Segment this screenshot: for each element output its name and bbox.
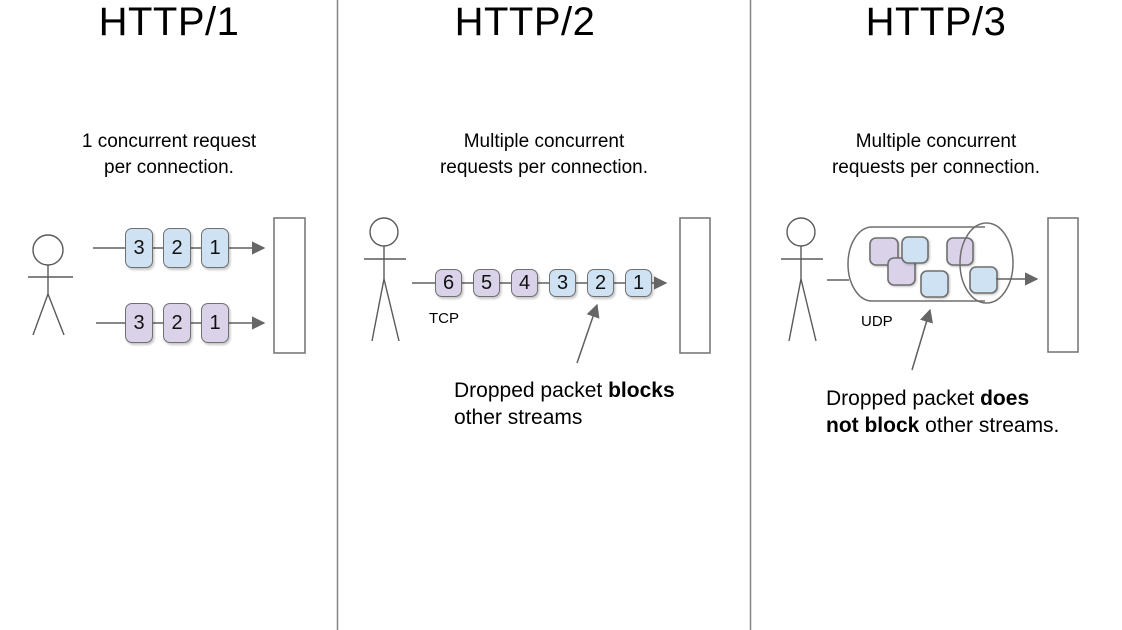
packet-label: 3 bbox=[133, 236, 145, 259]
packet-label: 2 bbox=[594, 271, 607, 294]
packet: 4 bbox=[511, 269, 538, 297]
annotation-bold-text: does not block bbox=[826, 387, 1030, 437]
packet-label: 2 bbox=[171, 311, 183, 334]
column-title-http2: HTTP/2 bbox=[454, 0, 596, 44]
annotation-text: Dropped packet bbox=[454, 379, 609, 402]
annotation-arrow bbox=[911, 308, 933, 371]
packet: 1 bbox=[201, 303, 229, 343]
annotation-text: Dropped packet bbox=[826, 387, 981, 410]
annotation-bold-text: blocks bbox=[608, 379, 675, 402]
packet: 2 bbox=[163, 303, 191, 343]
packet-label: 4 bbox=[518, 271, 531, 294]
packet-label: 5 bbox=[480, 271, 493, 294]
packet-label: 3 bbox=[556, 271, 569, 294]
packet: 3 bbox=[549, 269, 576, 297]
dropped-packet-annotation: Dropped packet blocks other streams bbox=[454, 377, 704, 431]
packet-label: 1 bbox=[632, 271, 645, 294]
dropped-packet-annotation: Dropped packet does not block other stre… bbox=[826, 385, 1061, 439]
packet bbox=[969, 266, 998, 294]
column-subtitle: Multiple concurrent requests per connect… bbox=[831, 131, 1041, 178]
udp-tunnel-opening bbox=[959, 222, 1014, 304]
packet-label: 2 bbox=[171, 236, 183, 259]
server-box bbox=[679, 217, 711, 354]
packet: 5 bbox=[473, 269, 500, 297]
packet: 6 bbox=[435, 269, 462, 297]
client-stick-figure bbox=[28, 234, 73, 336]
annotation-text: other streams. bbox=[919, 414, 1060, 437]
annotation-text: other streams bbox=[454, 406, 583, 429]
protocol-label-udp: UDP bbox=[861, 313, 893, 330]
server-box bbox=[1047, 217, 1079, 353]
packet: 3 bbox=[125, 303, 153, 343]
protocol-label-tcp: TCP bbox=[429, 310, 459, 327]
packet: 3 bbox=[125, 228, 153, 268]
client-stick-figure bbox=[364, 217, 406, 342]
server-box bbox=[273, 217, 306, 354]
packet: 2 bbox=[587, 269, 614, 297]
column-subtitle: 1 concurrent request per connection. bbox=[81, 131, 257, 178]
packet-label: 1 bbox=[209, 236, 221, 259]
packet bbox=[920, 270, 949, 298]
packet: 2 bbox=[163, 228, 191, 268]
packet: 1 bbox=[201, 228, 229, 268]
packet bbox=[901, 236, 929, 264]
column-title-http3: HTTP/3 bbox=[865, 0, 1007, 44]
column-title-http1: HTTP/1 bbox=[98, 0, 240, 44]
packet-label: 3 bbox=[133, 311, 145, 334]
column-subtitle: Multiple concurrent requests per connect… bbox=[439, 131, 649, 178]
packet-label: 6 bbox=[442, 271, 455, 294]
packet: 1 bbox=[625, 269, 652, 297]
client-stick-figure bbox=[781, 217, 823, 342]
packet-label: 1 bbox=[209, 311, 221, 334]
annotation-arrow bbox=[576, 303, 600, 364]
